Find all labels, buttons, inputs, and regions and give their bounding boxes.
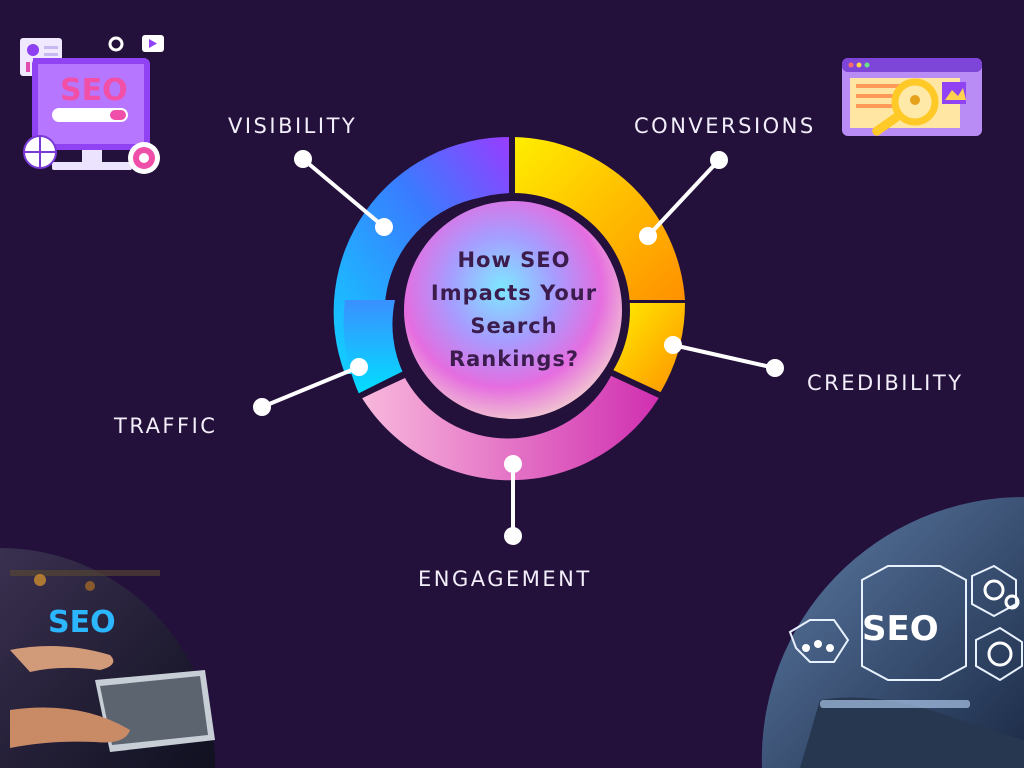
connector-visibility	[301, 157, 386, 229]
segment-engagement	[362, 374, 660, 481]
connector-dot-conversions-inner	[639, 227, 657, 245]
gear-icon	[108, 36, 124, 52]
connector-dot-traffic-outer	[253, 398, 271, 416]
globe-icon	[987, 641, 1013, 667]
segment-conversions	[514, 137, 685, 300]
connector-dot-traffic-inner	[350, 358, 368, 376]
browser-magnifier-illustration	[842, 58, 982, 136]
connector-dot-credibility-inner	[664, 336, 682, 354]
connector-dot-visibility-inner	[375, 218, 393, 236]
segment-credibility	[613, 303, 685, 393]
gears-icon	[983, 579, 1005, 601]
segment-dividers	[354, 130, 668, 401]
label-credibility: CREDIBILITY	[807, 371, 964, 395]
team-icon	[802, 644, 810, 652]
connector-dot-credibility-outer	[766, 359, 784, 377]
connector-traffic	[261, 365, 360, 409]
monitor-seo-text: SEO	[60, 73, 128, 108]
connector-dot-conversions-outer	[710, 151, 728, 169]
connector-dot-engagement-outer	[504, 527, 522, 545]
connector-dot-engagement-inner	[504, 455, 522, 473]
seo-hand-laptop-photo: SEO	[0, 548, 216, 768]
center-title: How SEO Impacts Your Search Rankings?	[430, 248, 598, 371]
photo-seo-hex-text: SEO	[862, 609, 939, 649]
connector-conversions	[646, 158, 721, 238]
label-engagement: ENGAGEMENT	[418, 567, 592, 591]
connector-credibility	[672, 343, 776, 370]
photo-seo-text: SEO	[48, 605, 116, 640]
seo-hexagon-photo: SEO	[761, 496, 1024, 768]
label-conversions: CONVERSIONS	[634, 114, 816, 138]
center-circle	[404, 201, 622, 419]
seo-monitor-illustration: SEO	[20, 35, 164, 174]
connector-dot-visibility-outer	[294, 150, 312, 168]
label-traffic: TRAFFIC	[114, 414, 218, 438]
label-visibility: VISIBILITY	[228, 114, 358, 138]
connectors	[253, 150, 784, 545]
